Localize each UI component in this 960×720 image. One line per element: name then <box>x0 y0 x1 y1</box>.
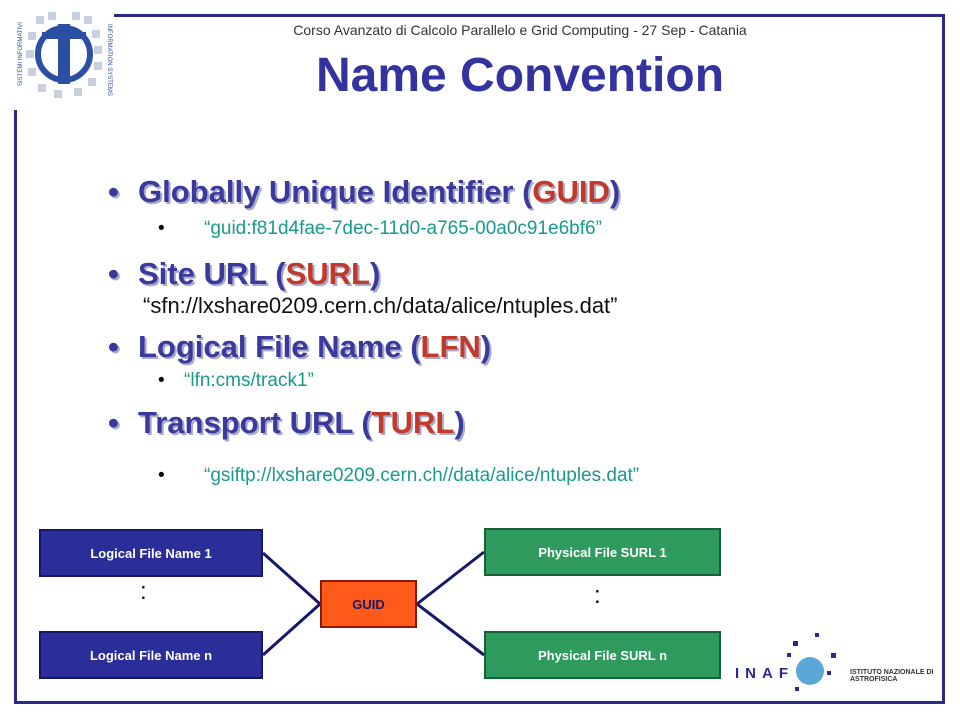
bullet-surl: • Site URL (SURL) <box>108 256 380 292</box>
logical-file-name-n-box: Logical File Name n <box>39 631 263 679</box>
bullet-close: ) <box>369 256 381 291</box>
logo-left-text: SISTEMI INFORMATIVI <box>18 22 24 86</box>
physical-file-surl-1-box: Physical File SURL 1 <box>484 528 721 576</box>
inaf-wordmark: INAF <box>735 665 794 682</box>
logical-file-name-1-box: Logical File Name 1 <box>39 529 263 577</box>
logo-right-text: INFORMATION SYSTEMS <box>106 24 112 96</box>
page-title: Name Convention <box>315 49 725 102</box>
left-ellipsis: : <box>140 578 147 605</box>
connector-lfnn-guid <box>261 602 322 657</box>
frame-top-line <box>88 14 945 17</box>
sub-item-surl: “sfn://lxshare0209.cern.ch/data/alice/nt… <box>143 293 618 318</box>
bullet-guid: • Globally Unique Identifier (GUID) <box>108 174 620 210</box>
inaf-star-icon <box>787 633 836 691</box>
sub-bullet-dot: • <box>158 218 165 239</box>
sub-item-text: “lfn:cms/track1” <box>184 370 314 391</box>
bullet-dot: • <box>108 329 119 364</box>
frame-bottom-line <box>14 701 945 704</box>
bullet-label: Transport URL ( <box>138 405 372 440</box>
course-header: Corso Avanzato di Calcolo Parallelo e Gr… <box>293 22 747 38</box>
physical-file-surl-n-box: Physical File SURL n <box>484 631 721 679</box>
right-ellipsis: : <box>594 582 601 609</box>
sub-item-guid: • “guid:f81d4fae-7dec-11d0-a765-00a0c91e6… <box>158 218 602 240</box>
bullet-accent: TURL <box>371 405 455 440</box>
bullet-turl: • Transport URL (TURL) <box>108 405 465 441</box>
bullet-accent: GUID <box>532 174 610 209</box>
sub-bullet-dot: • <box>158 370 165 391</box>
guid-box: GUID <box>320 580 417 628</box>
inaf-full-name: ISTITUTO NAZIONALE DI ASTROFISICA <box>850 669 934 683</box>
sub-item-lfn: • “lfn:cms/track1” <box>158 370 314 392</box>
connector-lfn1-guid <box>261 551 322 606</box>
frame-left-line <box>14 110 17 704</box>
bullet-lfn: • Logical File Name (LFN) <box>108 329 491 365</box>
si-logo-icon: SISTEMI INFORMATIVI INFORMATION SYSTEMS <box>14 6 114 106</box>
bullet-close: ) <box>480 329 492 364</box>
bullet-dot: • <box>108 405 119 440</box>
sub-item-text: “gsiftp://lxshare0209.cern.ch//data/alic… <box>204 465 640 486</box>
bullet-accent: SURL <box>285 256 370 291</box>
sub-item-text: “guid:f81d4fae-7dec-11d0-a765-00a0c91e6b… <box>204 218 602 239</box>
bullet-label: Site URL ( <box>138 256 286 291</box>
sub-bullet-dot: • <box>158 465 165 486</box>
bullet-label: Globally Unique Identifier ( <box>138 174 533 209</box>
bullet-close: ) <box>454 405 465 440</box>
connector-guid-pfnn <box>416 602 485 657</box>
bullet-accent: LFN <box>420 329 481 364</box>
bullet-dot: • <box>108 256 119 291</box>
bullet-dot: • <box>108 174 119 209</box>
bullet-close: ) <box>609 174 621 209</box>
bullet-label: Logical File Name ( <box>138 329 421 364</box>
sub-item-turl: • “gsiftp://lxshare0209.cern.ch//data/ali… <box>158 465 639 487</box>
frame-right-line <box>942 14 945 704</box>
connector-guid-pfn1 <box>416 550 485 606</box>
